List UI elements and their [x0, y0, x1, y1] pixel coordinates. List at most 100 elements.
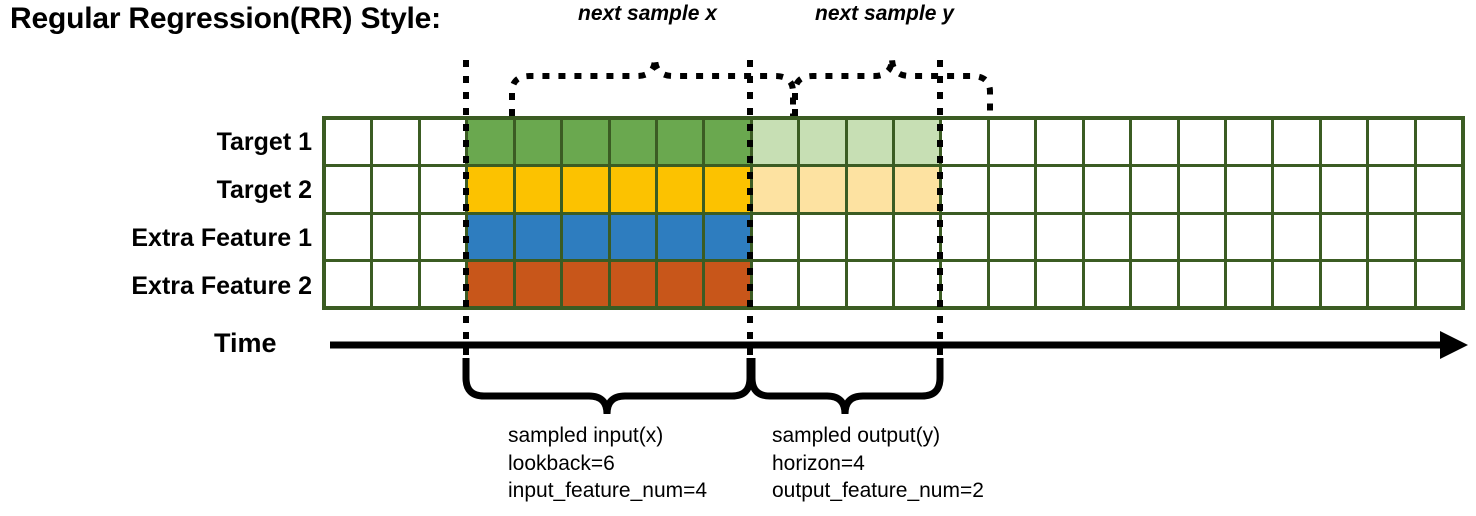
- grid-cell: [942, 167, 987, 212]
- grid-cell: [847, 167, 892, 212]
- sampled-output-feature-num: output_feature_num=2: [772, 479, 984, 503]
- grid-cell: [657, 261, 703, 306]
- grid-cell: [468, 214, 513, 259]
- grid-cell: [1226, 214, 1272, 259]
- row-label-extra-feature-1: Extra Feature 1: [131, 224, 312, 252]
- grid-cell: [1274, 120, 1319, 165]
- grid-cell: [1037, 261, 1082, 306]
- grid-cell: [515, 120, 561, 165]
- grid-cell: [657, 214, 703, 259]
- grid-cell: [1226, 120, 1272, 165]
- sampled-input-feature-num: input_feature_num=4: [508, 479, 708, 503]
- grid-cell: [1321, 120, 1367, 165]
- grid-cell: [1226, 261, 1272, 306]
- grid-cell: [515, 214, 561, 259]
- grid-cell: [1179, 167, 1224, 212]
- grid-cell: [942, 120, 987, 165]
- grid-cell: [326, 214, 371, 259]
- grid-cell: [1321, 214, 1367, 259]
- grid-cell: [752, 214, 798, 259]
- grid-cell: [1416, 167, 1461, 212]
- page-title: Regular Regression(RR) Style:: [10, 2, 441, 35]
- grid-cell: [705, 214, 750, 259]
- grid-cell: [373, 261, 418, 306]
- grid-cell: [420, 167, 466, 212]
- grid-cell: [989, 214, 1035, 259]
- grid-cell: [989, 261, 1035, 306]
- grid-cell: [847, 261, 892, 306]
- grid-cell: [752, 167, 798, 212]
- grid-cell: [420, 120, 466, 165]
- grid-cell: [1132, 214, 1177, 259]
- bottom-annotation-output: sampled output(y) horizon=4 output_featu…: [772, 422, 984, 505]
- timeline-grid: [322, 116, 1465, 310]
- grid-cell: [1132, 261, 1177, 306]
- grid-cell: [1084, 167, 1130, 212]
- top-brace-next-sample-x: [509, 57, 796, 116]
- grid-cell: [847, 120, 892, 165]
- grid-cell: [1369, 261, 1414, 306]
- grid-cell: [373, 120, 418, 165]
- row-label-extra-feature-2: Extra Feature 2: [131, 272, 312, 300]
- grid-cell: [1321, 261, 1367, 306]
- grid-cell: [1132, 120, 1177, 165]
- grid-cell: [1274, 214, 1319, 259]
- grid-cell: [468, 167, 513, 212]
- grid-cell: [515, 167, 561, 212]
- grid-cell: [942, 214, 987, 259]
- sampled-output-horizon: horizon=4: [772, 451, 865, 475]
- grid-cell: [752, 261, 798, 306]
- grid-cell: [326, 261, 371, 306]
- grid-cell: [895, 120, 940, 165]
- grid-cell: [1369, 120, 1414, 165]
- grid-cell: [989, 120, 1035, 165]
- grid-cell: [800, 214, 845, 259]
- bottom-brace-sampled-input: [462, 358, 754, 415]
- grid-cell: [468, 120, 513, 165]
- grid-cell: [895, 167, 940, 212]
- sampled-output-title: sampled output(y): [772, 424, 941, 447]
- grid-cell: [800, 261, 845, 306]
- grid-cell: [1037, 214, 1082, 259]
- grid-cell: [942, 261, 987, 306]
- row-label-target-1: Target 1: [216, 128, 312, 156]
- grid-cell: [563, 167, 608, 212]
- row-label-target-2: Target 2: [216, 176, 312, 204]
- top-brace-next-sample-y: [792, 57, 993, 116]
- grid-cell: [563, 120, 608, 165]
- grid-cell: [515, 261, 561, 306]
- grid-cell: [752, 120, 798, 165]
- grid-cell: [1274, 261, 1319, 306]
- grid-cell: [1416, 214, 1461, 259]
- grid-cell: [1037, 120, 1082, 165]
- grid-cell: [420, 261, 466, 306]
- grid-cell: [989, 167, 1035, 212]
- row-label-group: Target 1 Target 2 Extra Feature 1 Extra …: [44, 116, 312, 310]
- grid-cell: [1084, 214, 1130, 259]
- grid-cell: [800, 167, 845, 212]
- grid-cell: [1084, 120, 1130, 165]
- grid-cell: [895, 261, 940, 306]
- grid-cell: [373, 167, 418, 212]
- axis-label-time: Time: [214, 328, 277, 358]
- grid-cell: [1226, 167, 1272, 212]
- grid-cell: [420, 214, 466, 259]
- grid-cell: [610, 120, 655, 165]
- grid-cell: [705, 167, 750, 212]
- grid-cell: [895, 214, 940, 259]
- grid-cell: [657, 167, 703, 212]
- grid-cell: [1179, 120, 1224, 165]
- grid-cell: [1369, 214, 1414, 259]
- grid-cell: [800, 120, 845, 165]
- grid-cell: [468, 261, 513, 306]
- grid-cell: [1037, 167, 1082, 212]
- grid-cell: [1274, 167, 1319, 212]
- bottom-brace-sampled-output: [748, 358, 944, 415]
- grid-cell: [610, 167, 655, 212]
- grid-cell: [610, 261, 655, 306]
- time-axis-arrow: [330, 331, 1468, 359]
- grid-cell: [1416, 120, 1461, 165]
- sampled-input-lookback: lookback=6: [508, 451, 615, 475]
- bottom-annotation-input: sampled input(x) lookback=6 input_featur…: [508, 422, 707, 505]
